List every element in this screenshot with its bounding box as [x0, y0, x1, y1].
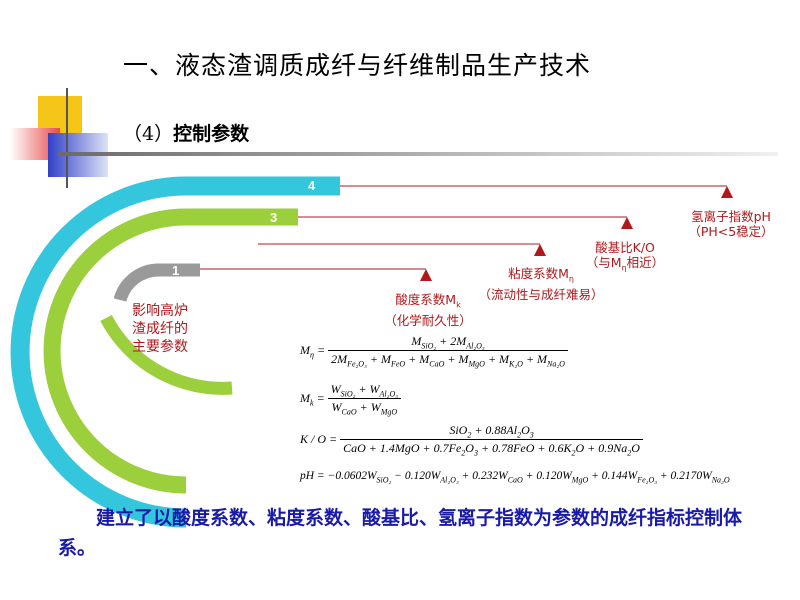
param-label-viscosity: 粘度系数Mη （流动性与成纤难易）: [478, 266, 604, 302]
center-label-line-2: 渣成纤的: [132, 321, 188, 337]
formula-viscosity: Mη = MSiO₂ + 2MAl₂O₃ 2MFe₂O₃ + MFeO + MC…: [300, 334, 568, 369]
summary-text: 建立了以酸度系数、粘度系数、酸基比、氢离子指数为参数的成纤指标控制体系。: [58, 507, 743, 559]
arc-4: [10, 176, 340, 528]
header-divider: [58, 152, 778, 156]
formula-acidity: Mk = WSiO₂ + WAl₂O₃ WCaO + WMgO: [300, 382, 401, 417]
subtitle-number: （4）: [123, 123, 174, 145]
subtitle-text: 控制参数: [173, 123, 250, 145]
param-label-acidity: 酸度系数Mk （化学耐久性）: [384, 292, 472, 328]
page-title: 一、液态渣调质成纤与纤维制品生产技术: [123, 51, 592, 80]
decor-vertical-line: [66, 88, 68, 188]
arc-number-4: 4: [308, 178, 316, 193]
arc-number-1: 1: [172, 263, 180, 278]
arc-3: [43, 208, 298, 494]
section-subtitle: （4）控制参数: [123, 119, 249, 146]
param-label-acid-base-ratio: 酸基比K/O （与Mη相近）: [585, 240, 665, 273]
center-label-line-3: 主要参数: [132, 339, 188, 355]
arrow-3: [621, 217, 633, 229]
param-label-ph: 氢离子指数pH （PH<5稳定）: [688, 209, 774, 239]
arrow-1: [420, 269, 432, 281]
arc-1: [113, 263, 200, 302]
arrow-4: [721, 186, 733, 198]
center-label: 影响高炉 渣成纤的 主要参数: [132, 302, 188, 356]
arrow-2: [534, 244, 546, 256]
center-label-line-1: 影响高炉: [132, 303, 188, 319]
formula-acid-base-ratio: K / O = SiO2 + 0.88Al2O3 CaO + 1.4MgO + …: [300, 423, 643, 458]
arc-number-3: 3: [270, 210, 278, 225]
formula-ph: pH = −0.0602WSiO₂ − 0.120WAl₂O₃ + 0.232W…: [300, 470, 730, 485]
